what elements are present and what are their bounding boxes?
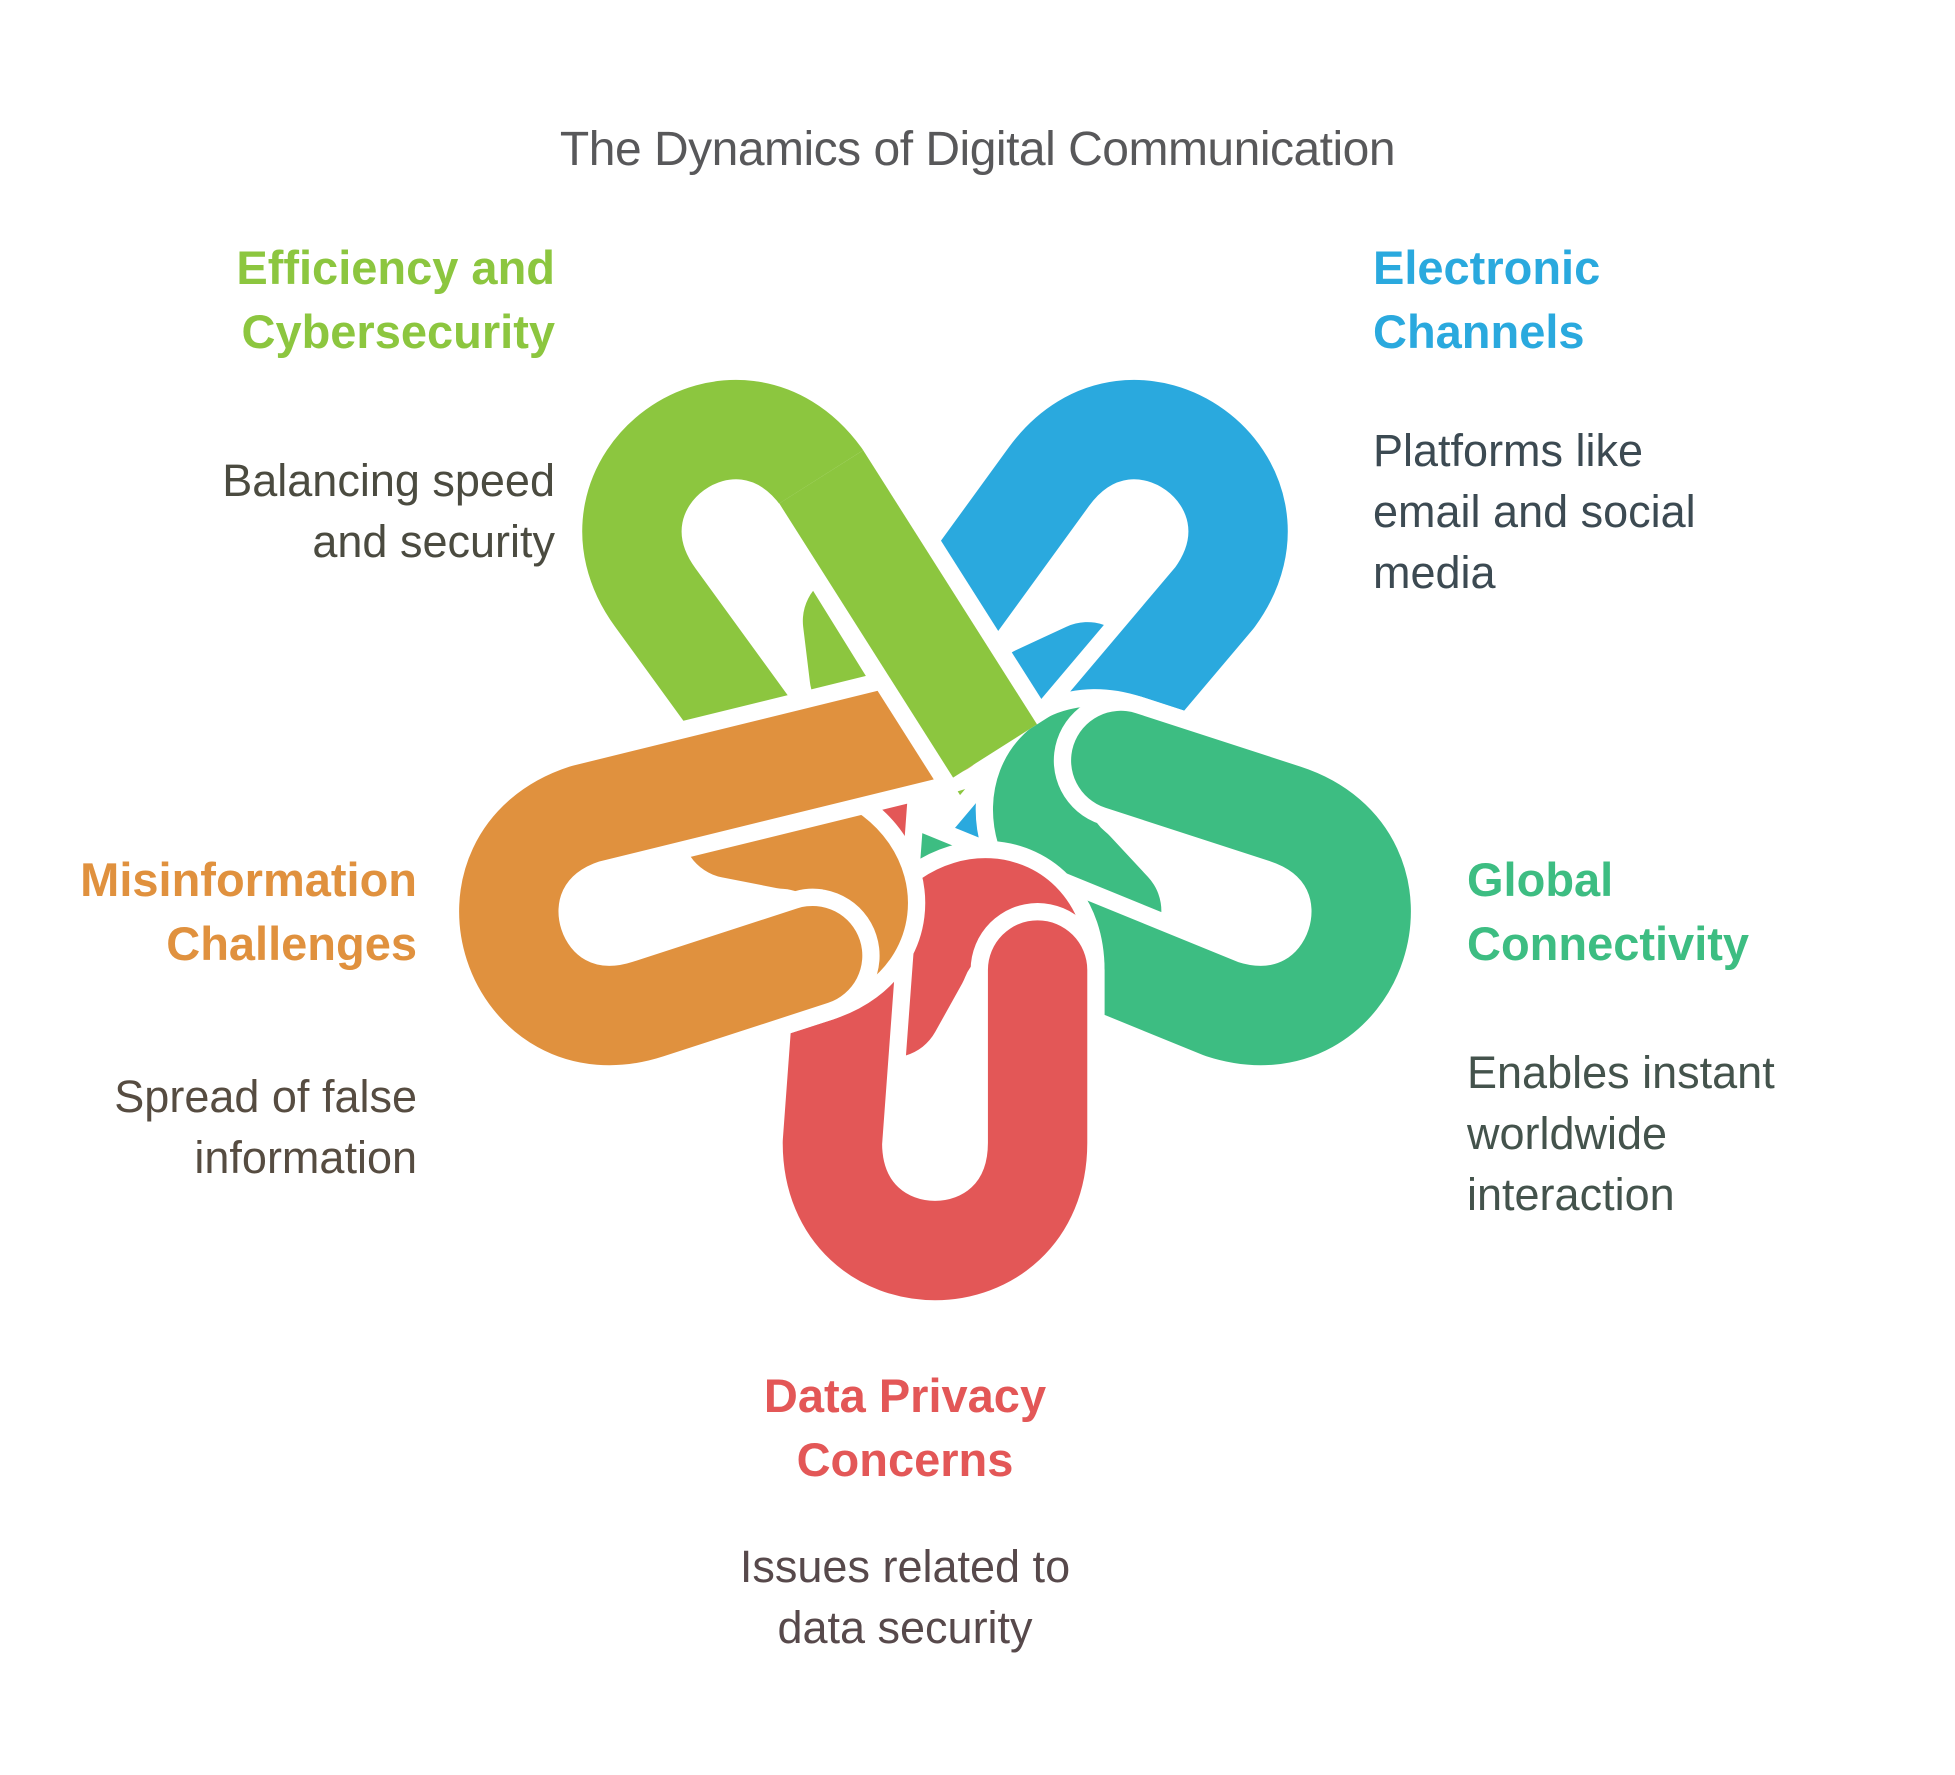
section-privacy: Data Privacy Concerns Issues related to … bbox=[555, 1364, 1255, 1658]
section-global-heading: Global Connectivity bbox=[1467, 848, 1775, 976]
section-electronic-body: Platforms like email and social media bbox=[1373, 420, 1696, 603]
body-line: Platforms like bbox=[1373, 425, 1644, 476]
heading-line: Connectivity bbox=[1467, 917, 1750, 970]
section-privacy-body: Issues related to data security bbox=[555, 1536, 1255, 1658]
heading-line: Data Privacy bbox=[763, 1369, 1047, 1422]
section-misinformation: Misinformation Challenges Spread of fals… bbox=[80, 848, 417, 1188]
knot-loop-orange bbox=[441, 659, 1010, 1083]
body-line: email and social bbox=[1373, 486, 1696, 537]
orange-main bbox=[459, 676, 993, 1066]
section-global-body: Enables instant worldwide interaction bbox=[1467, 1042, 1775, 1225]
lime-patch bbox=[779, 450, 1038, 778]
heading-line: Channels bbox=[1373, 305, 1585, 358]
lime-main bbox=[582, 380, 1065, 840]
body-line: and security bbox=[312, 516, 555, 567]
section-efficiency-body: Balancing speed and security bbox=[222, 450, 555, 572]
body-line: Enables instant bbox=[1467, 1047, 1775, 1098]
knot-loop-teal bbox=[813, 689, 1429, 1083]
body-line: worldwide bbox=[1467, 1108, 1668, 1159]
body-line: Issues related to bbox=[739, 1541, 1071, 1592]
blue-main bbox=[897, 380, 1288, 929]
section-privacy-heading: Data Privacy Concerns bbox=[555, 1364, 1255, 1492]
knot-weave-patch bbox=[764, 440, 1052, 787]
teal-main bbox=[831, 710, 1411, 1066]
section-electronic-heading: Electronic Channels bbox=[1373, 236, 1696, 364]
body-line: Balancing speed bbox=[222, 455, 555, 506]
red-main bbox=[782, 725, 1088, 1301]
section-misinformation-heading: Misinformation Challenges bbox=[80, 848, 417, 976]
heading-line: Electronic bbox=[1373, 241, 1601, 294]
body-line: data security bbox=[777, 1602, 1033, 1653]
section-efficiency-heading: Efficiency and Cybersecurity bbox=[222, 236, 555, 364]
heading-line: Concerns bbox=[796, 1433, 1014, 1486]
heading-line: Cybersecurity bbox=[241, 305, 556, 358]
heading-line: Misinformation bbox=[80, 853, 417, 906]
page-title: The Dynamics of Digital Communication bbox=[559, 123, 1396, 176]
section-misinformation-body: Spread of false information bbox=[80, 1066, 417, 1188]
body-line: interaction bbox=[1467, 1169, 1675, 1220]
body-line: information bbox=[194, 1132, 417, 1183]
heading-line: Global bbox=[1467, 853, 1614, 906]
heading-line: Efficiency and bbox=[236, 241, 555, 294]
knot-loop-red bbox=[765, 708, 1105, 1318]
section-electronic: Electronic Channels Platforms like email… bbox=[1373, 236, 1696, 603]
heading-line: Challenges bbox=[166, 917, 417, 970]
body-line: Spread of false bbox=[114, 1071, 417, 1122]
knot-root bbox=[441, 362, 1429, 1318]
section-efficiency: Efficiency and Cybersecurity Balancing s… bbox=[222, 236, 555, 572]
body-line: media bbox=[1373, 547, 1496, 598]
section-global: Global Connectivity Enables instant worl… bbox=[1467, 848, 1775, 1225]
